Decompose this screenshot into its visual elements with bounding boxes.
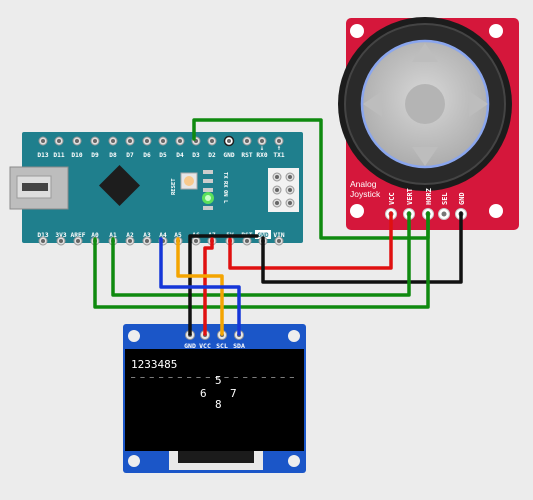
led-label: ON [222,190,228,197]
joystick-title-line1: Analog [350,179,377,189]
oled-line1: 1233485 [131,358,177,371]
pin-label-bottom: D13 [37,232,48,239]
pin-label-bottom: A1 [109,232,117,239]
mount-hole [128,330,140,342]
arrow-right-icon [469,91,488,117]
pin-label-bottom: VIN [273,232,284,239]
joystick-pin-label: HORZ [425,188,433,205]
joystick-pin-label: VERT [406,188,414,205]
pin-label-top: D3 [192,152,200,159]
joystick-pin-label: GND [458,192,466,205]
arrow-down-icon [412,147,438,166]
oled-pin-label: VCC [199,342,211,350]
mount-hole [350,24,364,38]
pin-label-top: D8 [109,152,117,159]
wire-gnd-oled-gnd[interactable] [188,234,259,336]
mount-hole [489,24,503,38]
pin-label-top: D2 [208,152,216,159]
led-label: TX [222,172,228,179]
joystick-module[interactable]: Analog Joystick VCC VERT HORZ SEL GND [338,17,519,230]
pin-label-top: TX1 [273,152,284,159]
oled-number-bottom: 8 [215,398,222,411]
pin-label-top: D7 [126,152,134,159]
pin-label-top: D9 [91,152,99,159]
arrow-left-icon [363,91,382,117]
oled-number-left: 6 [200,387,207,400]
wire-a4-oled-sda[interactable] [159,237,241,336]
oled-number-right: 7 [230,387,237,400]
mount-hole [288,330,300,342]
joystick-pin-label: SEL [441,192,449,205]
pin-label-top: D6 [143,152,151,159]
joystick-pin-label: VCC [388,192,396,205]
wire-a7-oled-vcc[interactable] [203,237,214,336]
pin-label-bottom: A4 [159,232,167,239]
wire-gnd-joystick-gnd[interactable] [261,211,463,284]
pin-label-top: D11 [53,152,64,159]
arduino-board [22,132,303,243]
oled-screen [129,353,300,447]
pin-label-bottom: A0 [91,232,99,239]
pin-label-top: RST [241,152,252,159]
oled-number-top: 5 [215,374,222,387]
wire-a0-joystick-horz[interactable] [93,211,430,309]
joystick-title-line2: Joystick [350,189,381,199]
mount-hole [288,455,300,467]
pin-label-bottom: AREF [71,232,86,239]
pin-label-top: RX0 [256,152,267,159]
pin-label-top: GND [223,152,234,159]
pin-arrow-label: ↑ [277,144,281,152]
pin-label-top: D13 [37,152,48,159]
pin-label-top: D5 [159,152,167,159]
wire-5v-joystick-vcc[interactable] [228,211,393,270]
pin-arrow-label: ↓ [260,144,264,152]
pin-label-bottom: A2 [126,232,134,239]
joystick-center-button [405,84,445,124]
arrow-up-icon [412,43,438,62]
led-label: RX [222,181,228,188]
pin-label-top: D10 [71,152,82,159]
mount-hole [350,204,364,218]
pin-label-bottom: GND [257,232,268,239]
pin-label-bottom: 3V3 [55,232,66,239]
oled-pin-label: SCL [216,342,228,350]
led-label: L [222,200,228,204]
pin-label-bottom: A3 [143,232,151,239]
wire-a1-joystick-vert[interactable] [111,211,411,297]
pin-label-bottom: A5 [174,232,182,239]
wire-a5-oled-scl[interactable] [176,237,224,336]
oled-pin-label: GND [184,342,196,350]
reset-label: RESET [171,178,177,195]
mount-hole [128,455,140,467]
mount-hole [489,204,503,218]
pin-label-top: D4 [176,152,184,159]
oled-pin-label: SDA [233,342,245,350]
